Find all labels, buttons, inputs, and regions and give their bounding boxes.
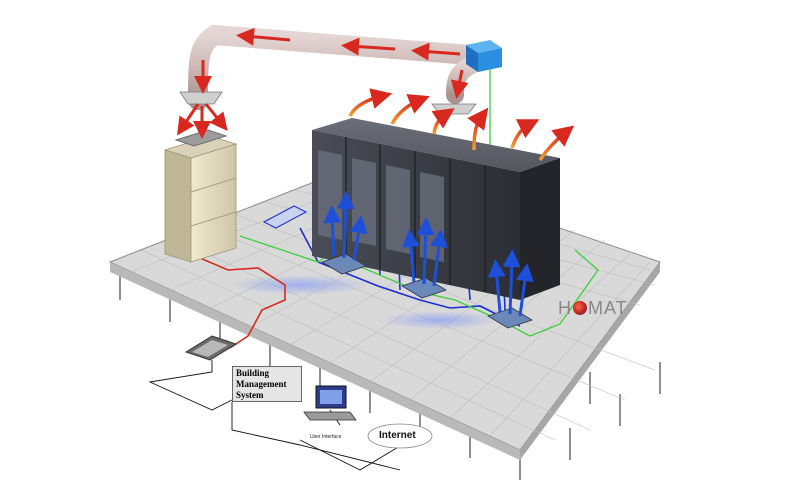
floor-controller — [262, 205, 308, 229]
logo-globe-icon — [573, 301, 587, 315]
rack-hot-exhaust-arrows — [348, 88, 575, 161]
internet-label: Internet — [379, 430, 416, 441]
return-air-duct — [179, 24, 487, 115]
bms-label: Building Management System — [232, 366, 302, 402]
user-interface-computer — [303, 385, 357, 421]
company-logo: H MAT — [558, 298, 628, 319]
bms-line-1: Building — [236, 368, 270, 378]
internet-cloud — [367, 423, 433, 449]
crac-unit — [163, 129, 238, 263]
bms-line-2: Management — [236, 379, 287, 389]
fan-unit — [466, 40, 502, 72]
crac-supply-arrows — [177, 103, 228, 139]
logo-text-right: MAT — [588, 298, 628, 318]
bms-panel-device — [184, 335, 238, 361]
network-cable — [148, 360, 411, 471]
bms-line-3: System — [236, 390, 264, 400]
duct-hot-air-arrows — [194, 27, 469, 99]
user-interface-label: User Interface — [310, 434, 342, 440]
power-cable — [199, 257, 286, 349]
logo-text-left: H — [558, 298, 572, 318]
floor-vents — [321, 253, 533, 329]
cold-air-arrows — [323, 191, 534, 317]
